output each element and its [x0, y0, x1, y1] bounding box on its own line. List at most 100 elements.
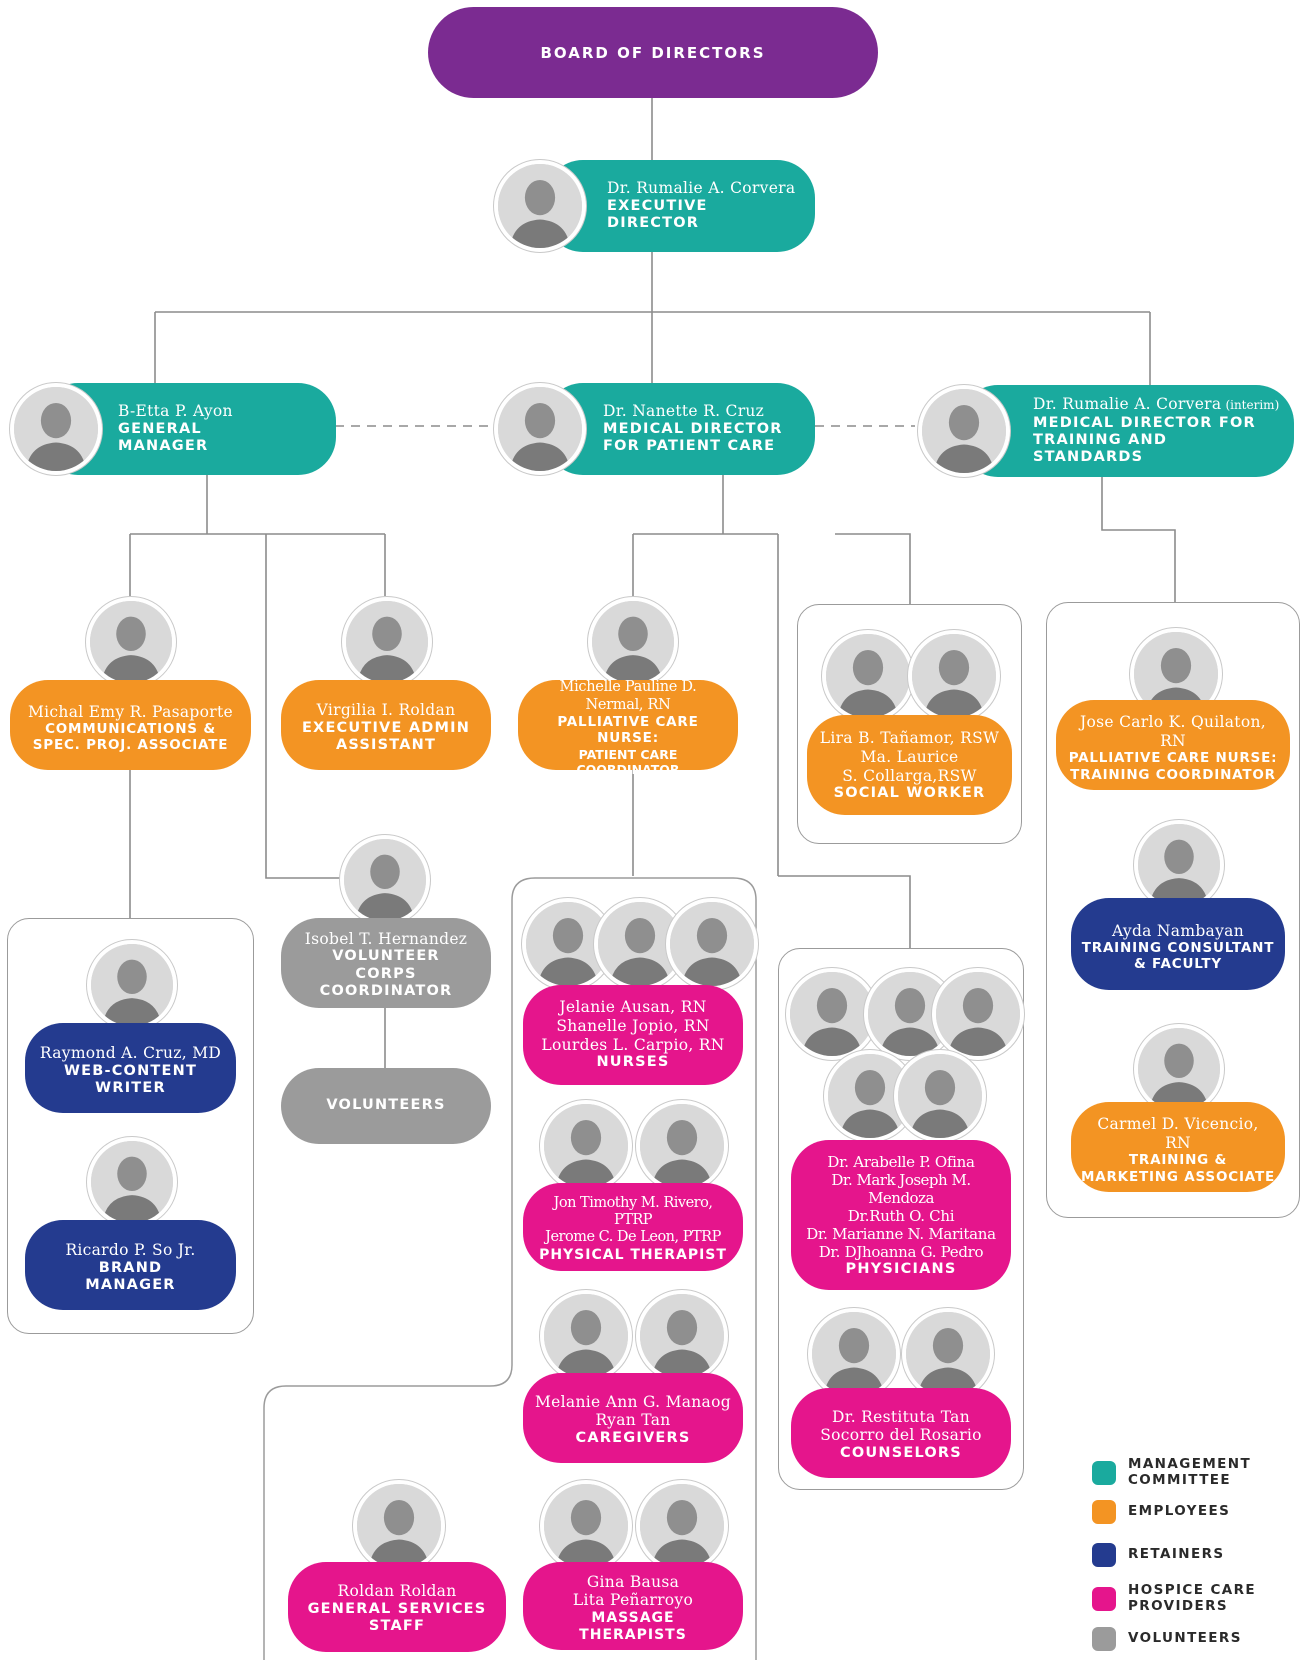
- portrait-silhouette-icon: [906, 1312, 990, 1396]
- web-writer-name: Raymond A. Cruz, MD: [39, 1044, 222, 1063]
- training-coordinator-name: Jose Carlo K. Quilaton, RN: [1080, 713, 1266, 750]
- physical-therapist-photo-2: [636, 1100, 728, 1192]
- nurses-box: Jelanie Ausan, RN Shanelle Jopio, RN Lou…: [523, 985, 743, 1085]
- executive-photo: [494, 160, 586, 252]
- nurses-role: NURSES: [596, 1054, 670, 1071]
- legend-label-hospice: HOSPICE CARE PROVIDERS: [1128, 1582, 1257, 1614]
- portrait-silhouette-icon: [936, 972, 1020, 1056]
- training-consultant-role: TRAINING CONSULTANT & FACULTY: [1081, 940, 1275, 973]
- legend-item-volunteers: VOLUNTEERS: [1092, 1627, 1258, 1651]
- nurse-name-3: Lourdes L. Carpio, RN: [541, 1035, 725, 1054]
- web-writer-role: WEB-CONTENT WRITER: [63, 1062, 198, 1097]
- portrait-silhouette-icon: [90, 601, 172, 683]
- patient-care-coordinator-role-line1: PALLIATIVE CARE NURSE:: [557, 714, 699, 747]
- portrait-silhouette-icon: [91, 1141, 173, 1223]
- legend-item-employees: EMPLOYEES: [1092, 1500, 1258, 1524]
- legend-swatch-retainers: [1092, 1543, 1116, 1567]
- social-worker-box: Lira B. Tañamor, RSW Ma. Laurice S. Coll…: [807, 715, 1012, 815]
- portrait-silhouette-icon: [812, 1312, 896, 1396]
- portrait-silhouette-icon: [544, 1294, 628, 1378]
- massage-therapist-photo-2: [636, 1480, 728, 1572]
- legend-swatch-volunteers: [1092, 1627, 1116, 1651]
- physician-name-3: Dr.Ruth O. Chi: [847, 1207, 955, 1226]
- volunteer-coordinator-photo: [340, 835, 430, 925]
- exec-admin-box: Virgilia I. Roldan EXECUTIVE ADMIN ASSIS…: [281, 680, 491, 770]
- general-services-name: Roldan Roldan: [337, 1582, 457, 1601]
- portrait-silhouette-icon: [828, 1054, 912, 1138]
- physical-therapists-box: Jon Timothy M. Rivero, PTRP Jerome C. De…: [523, 1183, 743, 1271]
- volunteer-coordinator-name: Isobel T. Hernandez: [304, 929, 468, 948]
- social-worker-role: SOCIAL WORKER: [833, 785, 986, 802]
- communications-box: Michal Emy R. Pasaporte COMMUNICATIONS &…: [10, 680, 251, 770]
- portrait-silhouette-icon: [357, 1484, 441, 1568]
- nurse-photo-3: [666, 898, 758, 990]
- training-director-role: MEDICAL DIRECTOR FOR TRAINING AND STANDA…: [1033, 414, 1256, 466]
- portrait-silhouette-icon: [544, 1104, 628, 1188]
- portrait-silhouette-icon: [344, 839, 426, 921]
- brand-manager-role: BRAND MANAGER: [85, 1259, 176, 1294]
- legend-label-employees: EMPLOYEES: [1128, 1503, 1231, 1520]
- massage-therapists-role: MASSAGE THERAPISTS: [579, 1609, 687, 1643]
- physicians-box: Dr. Arabelle P. Ofina Dr. Mark Joseph M.…: [791, 1140, 1011, 1290]
- caregiver-name-1: Melanie Ann G. Manaog: [535, 1392, 731, 1411]
- portrait-silhouette-icon: [498, 164, 582, 248]
- physical-therapist-name-1: Jon Timothy M. Rivero, PTRP: [553, 1194, 713, 1228]
- physician-photo-3: [932, 968, 1024, 1060]
- portrait-silhouette-icon: [1138, 1028, 1220, 1110]
- brand-manager-photo: [87, 1137, 177, 1227]
- portrait-silhouette-icon: [898, 1054, 982, 1138]
- volunteers-box: VOLUNTEERS: [281, 1068, 491, 1144]
- training-marketing-box: Carmel D. Vicencio, RN TRAINING & MARKET…: [1071, 1102, 1285, 1192]
- physicians-role: PHYSICIANS: [845, 1261, 957, 1278]
- portrait-silhouette-icon: [592, 601, 674, 683]
- exec-admin-role: EXECUTIVE ADMIN ASSISTANT: [301, 719, 471, 754]
- web-writer-box: Raymond A. Cruz, MD WEB-CONTENT WRITER: [25, 1023, 236, 1113]
- massage-therapist-name-1: Gina Bausa: [586, 1572, 680, 1591]
- counselor-name-2: Socorro del Rosario: [820, 1426, 982, 1445]
- counselors-role: COUNSELORS: [840, 1444, 962, 1461]
- caregivers-box: Melanie Ann G. Manaog Ryan Tan CAREGIVER…: [523, 1373, 743, 1463]
- legend-item-hospice: HOSPICE CARE PROVIDERS: [1092, 1582, 1258, 1614]
- medical-director-box: Dr. Nanette R. Cruz MEDICAL DIRECTOR FOR…: [545, 383, 815, 475]
- portrait-silhouette-icon: [498, 387, 582, 471]
- training-marketing-photo: [1134, 1024, 1224, 1114]
- communications-photo: [86, 597, 176, 687]
- general-services-box: Roldan Roldan GENERAL SERVICES STAFF: [288, 1562, 506, 1652]
- social-worker-group-box: [797, 604, 1022, 844]
- portrait-silhouette-icon: [912, 634, 996, 718]
- portrait-silhouette-icon: [544, 1484, 628, 1568]
- patient-care-coordinator-box: Michelle Pauline D. Nermal, RN PALLIATIV…: [518, 679, 738, 777]
- training-consultant-box: Ayda Nambayan TRAINING CONSULTANT & FACU…: [1071, 898, 1285, 990]
- volunteer-coordinator-role: VOLUNTEER CORPS COORDINATOR: [319, 948, 453, 999]
- caregivers-role: CAREGIVERS: [575, 1429, 691, 1446]
- physician-name-5: Dr. DJhoanna G. Pedro: [818, 1243, 984, 1262]
- legend-label-retainers: RETAINERS: [1128, 1546, 1225, 1563]
- legend-item-retainers: RETAINERS: [1092, 1543, 1258, 1567]
- counselor-photo-1: [808, 1308, 900, 1400]
- massage-therapist-name-2: Lita Peñarroyo: [572, 1591, 694, 1610]
- general-services-role: GENERAL SERVICES STAFF: [307, 1600, 487, 1635]
- physician-photo-4: [824, 1050, 916, 1142]
- caregiver-photo-2: [636, 1290, 728, 1382]
- general-manager-role: GENERAL MANAGER: [118, 420, 209, 455]
- training-marketing-name: Carmel D. Vicencio, RN: [1097, 1115, 1259, 1152]
- general-manager-name: B-Etta P. Ayon: [118, 402, 233, 421]
- physician-name-4: Dr. Marianne N. Maritana: [806, 1225, 996, 1244]
- brand-manager-box: Ricardo P. So Jr. BRAND MANAGER: [25, 1220, 236, 1310]
- executive-role: EXECUTIVE DIRECTOR: [607, 197, 708, 232]
- caregiver-photo-1: [540, 1290, 632, 1382]
- marketing-group-box: [7, 918, 254, 1334]
- counselor-photo-2: [902, 1308, 994, 1400]
- training-consultant-photo: [1134, 820, 1224, 910]
- physical-therapist-name-2: Jerome C. De Leon, PTRP: [545, 1229, 721, 1246]
- board-label: BOARD OF DIRECTORS: [540, 43, 766, 62]
- patient-care-coordinator-name: Michelle Pauline D. Nermal, RN: [559, 679, 697, 713]
- social-worker-photo-2: [908, 630, 1000, 722]
- portrait-silhouette-icon: [14, 387, 98, 471]
- social-worker-name-2: Ma. Laurice: [860, 748, 959, 766]
- medical-director-name: Dr. Nanette R. Cruz: [603, 402, 765, 421]
- patient-care-coordinator-role-line2: PATIENT CARE COORDINATOR: [576, 746, 680, 777]
- training-marketing-role: TRAINING & MARKETING ASSOCIATE: [1081, 1152, 1275, 1185]
